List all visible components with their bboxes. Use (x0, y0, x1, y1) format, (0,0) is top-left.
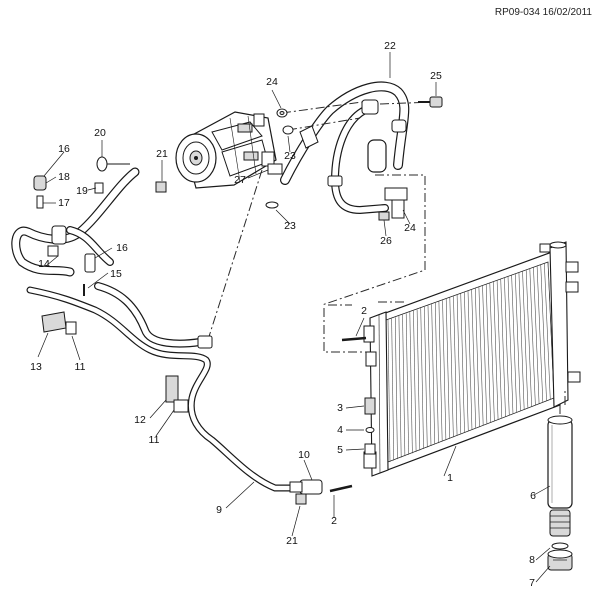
callout-25: 25 (430, 69, 442, 82)
callout-13: 13 (30, 360, 42, 373)
callout-8: 8 (529, 553, 535, 566)
callout-16: 16 (58, 142, 70, 155)
callout-18: 18 (58, 170, 70, 183)
liquid-line (26, 282, 323, 495)
callout-26: 26 (380, 234, 392, 247)
callout-22: 22 (384, 39, 396, 52)
callout-10: 10 (298, 448, 310, 461)
callout-21-lower: 21 (286, 534, 298, 547)
callout-24: 24 (266, 75, 278, 88)
receiver-drier (547, 405, 573, 571)
fasteners (33, 96, 443, 505)
callout-27: 27 (234, 173, 246, 186)
hose-14 (11, 167, 140, 277)
callout-15: 15 (110, 267, 122, 280)
callout-23-lower: 23 (284, 219, 296, 232)
leader-lines (37, 52, 551, 583)
callout-14: 14 (38, 257, 50, 270)
callout-2: 2 (361, 304, 367, 317)
callout-1: 1 (447, 471, 453, 484)
callout-23: 23 (284, 149, 296, 162)
callout-6: 6 (530, 489, 536, 502)
callout-9: 9 (216, 503, 222, 516)
callout-19: 19 (76, 184, 88, 197)
callout-2-lower: 2 (331, 514, 337, 527)
condenser (363, 241, 581, 477)
callout-12: 12 (134, 413, 146, 426)
callout-3: 3 (337, 401, 343, 414)
callout-24-lower: 24 (404, 221, 416, 234)
callout-7: 7 (529, 576, 535, 589)
callout-5: 5 (337, 443, 343, 456)
compressor (175, 111, 277, 189)
callout-20: 20 (94, 126, 106, 139)
callout-11-lower: 11 (148, 433, 160, 446)
drawing-reference: RP09-034 16/02/2011 (494, 7, 592, 18)
callout-17: 17 (58, 196, 70, 209)
callout-4: 4 (337, 423, 343, 436)
hose-22 (280, 81, 410, 219)
callout-16-lower: 16 (116, 241, 128, 254)
callout-11: 11 (74, 360, 86, 373)
callout-21: 21 (156, 147, 168, 160)
